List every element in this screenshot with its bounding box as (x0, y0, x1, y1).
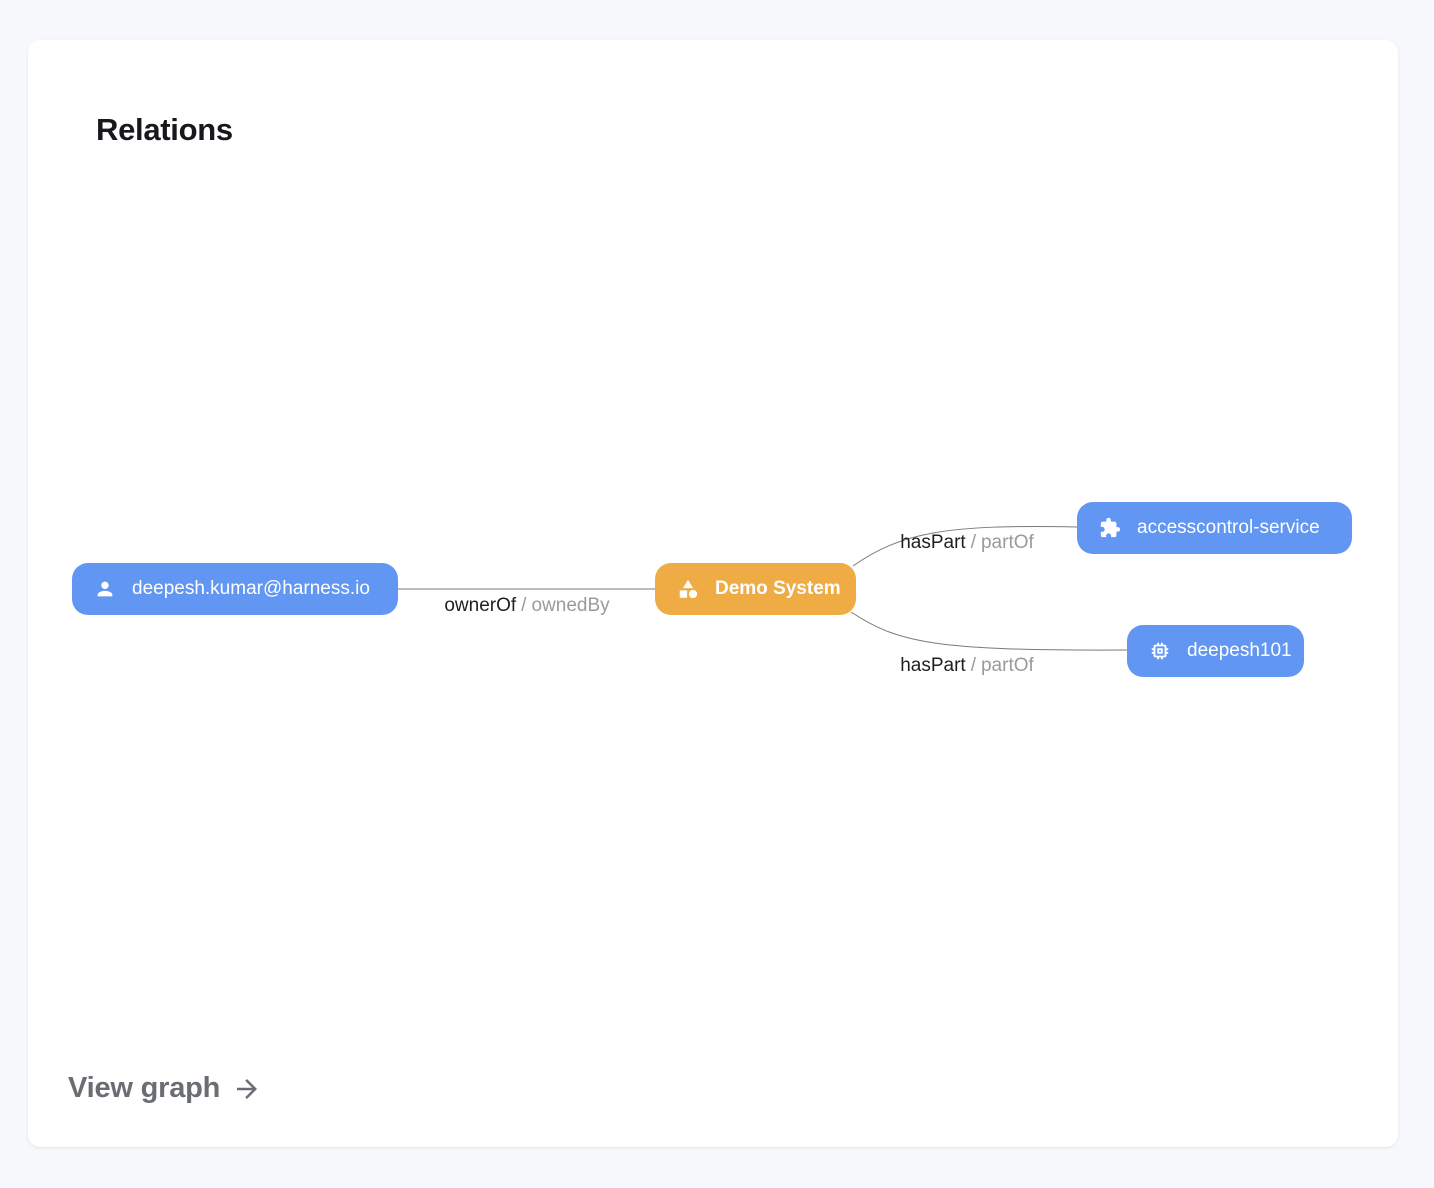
edge-label-separator: / (970, 532, 976, 553)
node-service[interactable]: accesscontrol-service (1077, 502, 1352, 554)
extension-icon (1099, 517, 1121, 539)
node-label: deepesh101 (1187, 640, 1292, 661)
category-icon (677, 578, 699, 600)
edge-label-owner: ownerOf/ownedBy (444, 595, 609, 617)
edge-label-primary: hasPart (900, 532, 966, 553)
node-label: Demo System (715, 578, 841, 599)
node-label: accesscontrol-service (1137, 517, 1320, 538)
node-resource[interactable]: deepesh101 (1127, 625, 1304, 677)
edge-label-secondary: partOf (980, 532, 1034, 553)
node-user[interactable]: deepesh.kumar@harness.io (72, 563, 398, 615)
person-icon (94, 578, 116, 600)
view-graph-link[interactable]: View graph (68, 1072, 262, 1105)
edge-label-haspart-bottom: hasPart/partOf (900, 655, 1034, 677)
arrow-right-icon (232, 1074, 262, 1104)
node-system[interactable]: Demo System (655, 563, 856, 615)
edge-label-primary: ownerOf (444, 595, 517, 616)
card-title: Relations (96, 112, 233, 147)
edge-label-haspart-top: hasPart/partOf (900, 532, 1034, 554)
view-graph-label: View graph (68, 1072, 221, 1104)
edge-label-primary: hasPart (900, 655, 966, 676)
edge-label-separator: / (521, 595, 527, 616)
node-label: deepesh.kumar@harness.io (132, 578, 370, 599)
edge-label-separator: / (970, 655, 976, 676)
edge-label-secondary: partOf (980, 655, 1034, 676)
edge-label-secondary: ownedBy (531, 595, 610, 616)
memory-icon (1149, 640, 1171, 662)
